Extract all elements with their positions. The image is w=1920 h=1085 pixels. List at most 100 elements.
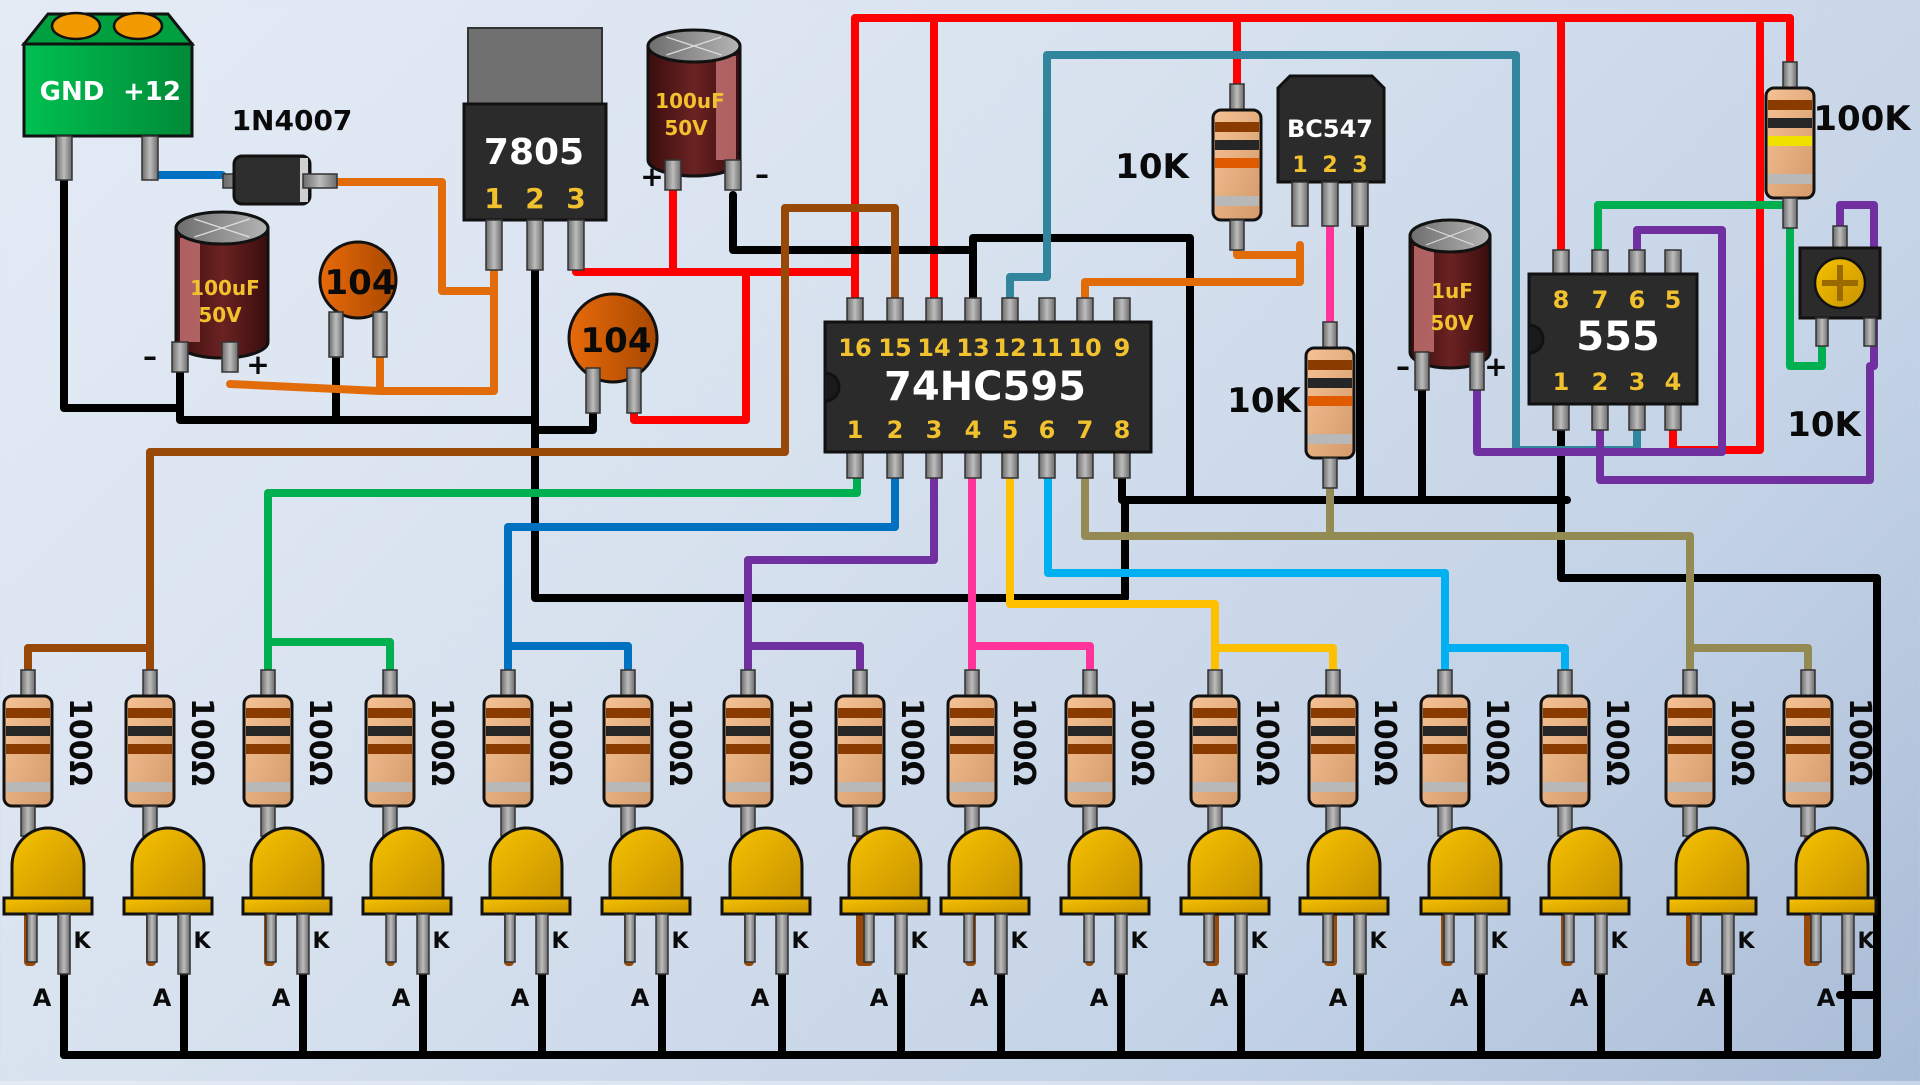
- led-resistor-8-band: [838, 726, 882, 736]
- led-8-cathode-lead: [894, 913, 908, 975]
- wire-vcc-top: [851, 14, 1794, 304]
- timer-pin-label: 3: [1629, 368, 1646, 396]
- regulator-body[interactable]: [462, 102, 608, 222]
- led-anode-label: A: [1570, 984, 1589, 1012]
- led-anode-label: A: [1450, 984, 1469, 1012]
- led-1-cathode-lead: [57, 913, 71, 975]
- led-3-anode-lead: [265, 913, 277, 963]
- shift-register-pin-label: 16: [838, 334, 871, 362]
- led-resistor-label: 100Ω: [184, 698, 219, 786]
- ceramic-cap-1-lead: [372, 311, 388, 358]
- led-anode-label: A: [1329, 984, 1348, 1012]
- shift-register-pin-label: 12: [993, 334, 1026, 362]
- trimmer-lead: [1863, 317, 1877, 347]
- led-9-flange: [939, 896, 1031, 916]
- led-resistor-6-band: [606, 708, 650, 718]
- ceramic-cap-1-label: 104: [325, 263, 396, 303]
- led-10-anode-lead: [1083, 913, 1095, 963]
- led-resistor-label: 100Ω: [782, 698, 817, 786]
- ceramic-cap-2-lead: [626, 367, 642, 414]
- led-cathode-label: K: [312, 929, 330, 954]
- led-cathode-label: K: [73, 929, 91, 954]
- timer-pin: [1552, 249, 1570, 277]
- led-resistor-5-lead-top: [500, 669, 516, 699]
- wire-latch: [1081, 241, 1304, 304]
- shift-register-pin: [1113, 451, 1131, 479]
- led-cathode-label: K: [1130, 929, 1148, 954]
- diode-body[interactable]: [232, 154, 312, 206]
- led-resistor-8-lead-bottom: [852, 805, 868, 837]
- led-14-flange: [1539, 896, 1631, 916]
- cap-timing-voltage: 50V: [1430, 311, 1474, 335]
- diode-lead: [302, 173, 338, 189]
- led-resistor-5-band: [486, 708, 530, 718]
- led-cathode-label: K: [910, 929, 928, 954]
- cap-output-plus-lead: [664, 159, 682, 191]
- regulator-label: 7805: [484, 132, 584, 173]
- led-15-anode-lead: [1690, 913, 1702, 963]
- wire-gnd-bottom: [531, 426, 1129, 602]
- led-resistor-label: 100Ω: [1006, 698, 1041, 786]
- led-anode-label: A: [511, 984, 530, 1012]
- led-resistor-label: 100Ω: [1124, 698, 1159, 786]
- led-resistor-7-band: [726, 744, 770, 754]
- led-resistor-label: 100Ω: [424, 698, 459, 786]
- shift-register-pin: [925, 451, 943, 479]
- led-anode-label: A: [970, 984, 989, 1012]
- led-resistor-4-lead-top: [382, 669, 398, 699]
- led-resistor-3-band: [246, 708, 290, 718]
- led-1-anode-lead: [26, 913, 38, 963]
- transistor-pin: [1321, 181, 1339, 227]
- led-13-anode-lead: [1443, 913, 1455, 963]
- shift-register-pin: [1038, 297, 1056, 325]
- led-5-dome: [488, 826, 564, 902]
- led-15-flange: [1666, 896, 1758, 916]
- cap-output-minus-lead: [724, 159, 742, 191]
- resistor-10k-collector-band: [1308, 378, 1352, 388]
- led-12-dome: [1306, 826, 1382, 902]
- led-resistor-12-band: [1311, 708, 1355, 718]
- led-11-dome: [1187, 826, 1263, 902]
- led-anode-label: A: [631, 984, 650, 1012]
- led-3-dome: [249, 826, 325, 902]
- wire-q7: [1081, 451, 1812, 684]
- transistor-pin-label: 2: [1322, 153, 1337, 178]
- shift-register-pin-label: 10: [1068, 334, 1101, 362]
- power-terminal-block[interactable]: [22, 42, 194, 138]
- ceramic-cap-1-body: [318, 240, 398, 320]
- led-resistor-10-lead-top: [1082, 669, 1098, 699]
- terminal-gnd-label: GND: [40, 77, 105, 107]
- shift-register-pin-label: 8: [1114, 416, 1131, 444]
- led-resistor-15-band: [1668, 708, 1712, 718]
- led-cathode-label: K: [1610, 929, 1628, 954]
- shift-register-pin-label: 9: [1114, 334, 1131, 362]
- terminal-screw: [50, 11, 102, 41]
- wire-gnd-terminal: [60, 174, 184, 412]
- ceramic-cap-2-label: 104: [581, 321, 652, 361]
- led-resistor-3-band: [246, 726, 290, 736]
- timer-pin-label: 7: [1592, 286, 1609, 314]
- led-resistor-15-band: [1668, 744, 1712, 754]
- led-resistor-11-band: [1193, 726, 1237, 736]
- transistor-body[interactable]: [1276, 74, 1386, 184]
- ceramic-cap-2-body: [567, 292, 659, 384]
- led-11-anode-lead: [1203, 913, 1215, 963]
- resistor-100k-band-tolerance: [1768, 174, 1812, 184]
- cap-timing-minus-lead: [1414, 351, 1430, 391]
- led-2-dome: [130, 826, 206, 902]
- led-resistor-7-band-tolerance: [726, 782, 770, 792]
- shift-register-pin-label: 1: [847, 416, 864, 444]
- timer-pin: [1628, 403, 1646, 431]
- led-16-anode-lead: [1810, 913, 1822, 963]
- led-resistor-16-band: [1786, 726, 1830, 736]
- timer-pin: [1664, 403, 1682, 431]
- led-resistor-1-band: [6, 708, 50, 718]
- shift-register-pin: [886, 451, 904, 479]
- led-12-cathode-lead: [1353, 913, 1367, 975]
- led-resistor-13-lead-top: [1437, 669, 1453, 699]
- shift-register-pin: [846, 297, 864, 325]
- wire-q4: [968, 451, 1094, 684]
- led-resistor-16-lead-top: [1800, 669, 1816, 699]
- wire-555-thresh: [1473, 226, 1726, 456]
